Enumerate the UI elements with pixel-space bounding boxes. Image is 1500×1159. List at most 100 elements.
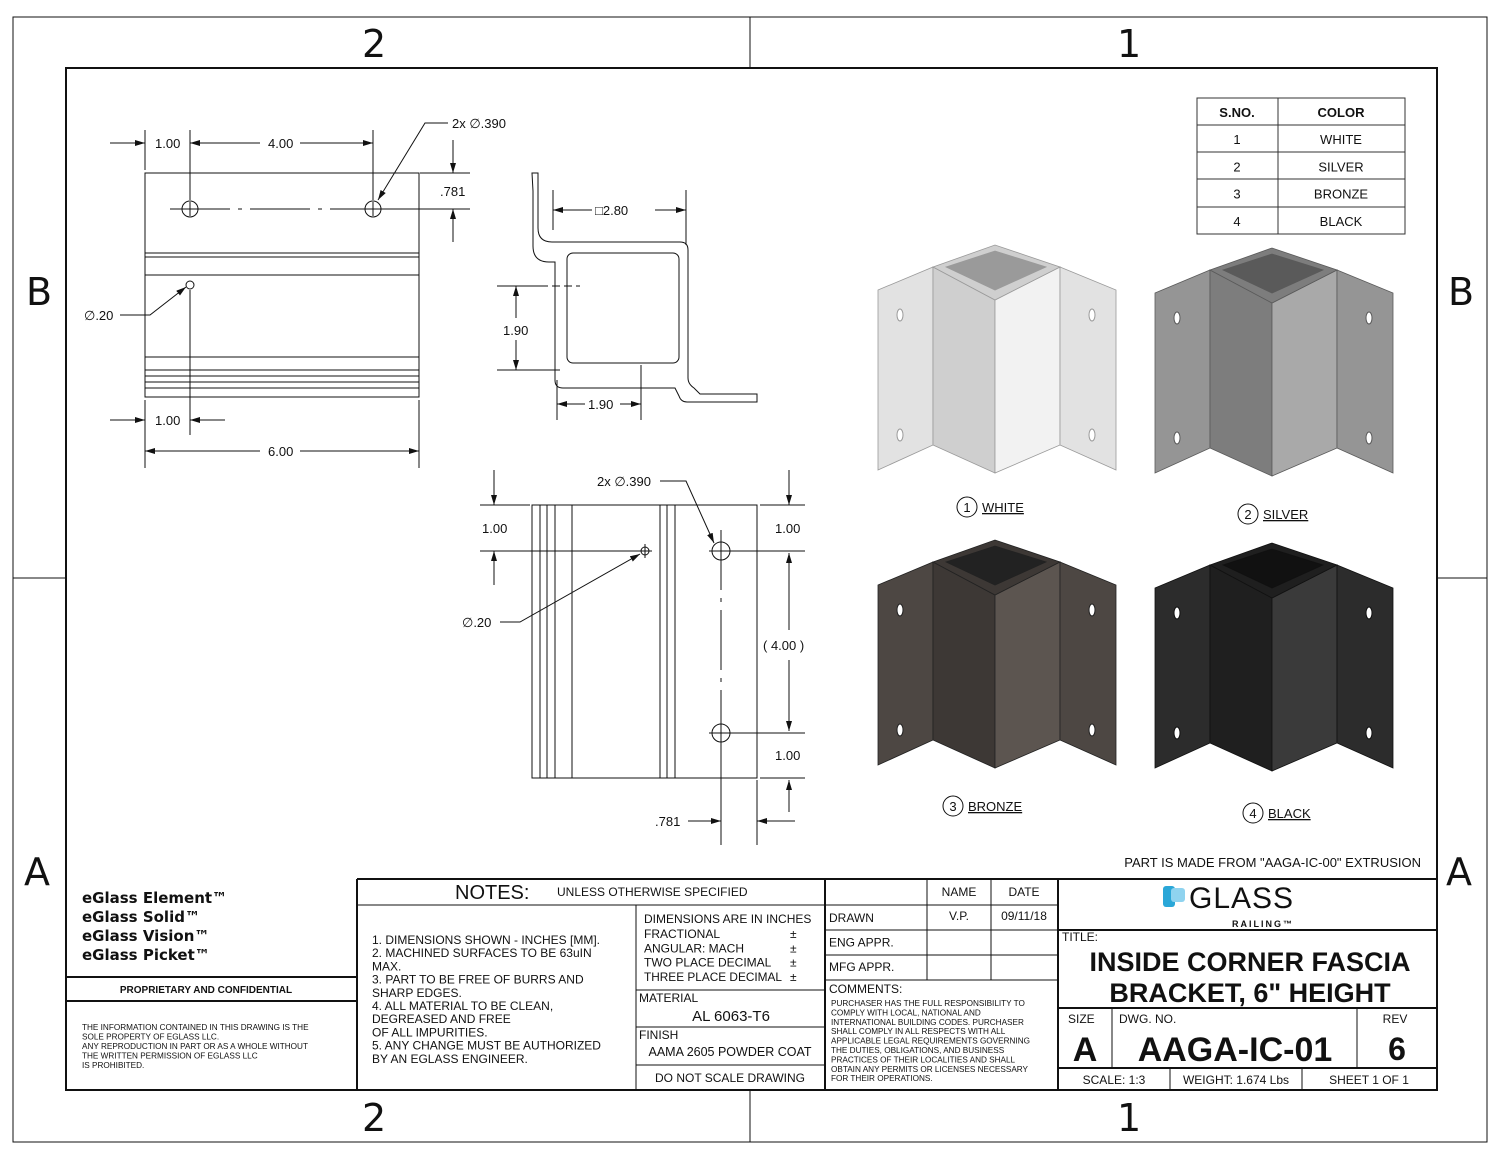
dimension-label: 4.00 xyxy=(268,136,293,151)
approval-date: 09/11/18 xyxy=(1001,909,1047,923)
zone-label: 1 xyxy=(1117,22,1141,66)
callout-circle-icon xyxy=(1242,802,1264,824)
sheet-label: SHEET 1 OF 1 xyxy=(1329,1073,1409,1087)
comments-label: COMMENTS: xyxy=(829,982,902,996)
mounting-hole-icon xyxy=(1365,431,1373,445)
mounting-hole-icon xyxy=(1365,726,1373,740)
mounting-hole-icon xyxy=(1173,311,1181,325)
zone-dividers xyxy=(13,17,1487,1142)
title-label: TITLE: xyxy=(1062,930,1098,944)
drawing-frame xyxy=(65,67,1438,1091)
table-cell: SILVER xyxy=(1318,159,1363,174)
product-name: eGlass Picket™ xyxy=(82,946,210,964)
note-line: 2. MACHINED SURFACES TO BE 63uIN xyxy=(372,946,592,960)
dimension-label: .781 xyxy=(440,184,465,199)
callout-circle-icon xyxy=(1237,503,1259,525)
table-cell: BRONZE xyxy=(1314,187,1369,202)
dimension-label: 6.00 xyxy=(268,444,293,459)
notes-title: NOTES: xyxy=(455,882,529,904)
tolerance-row: FRACTIONAL xyxy=(644,927,720,941)
mounting-hole-icon xyxy=(1088,308,1096,322)
comment-line: FOR THEIR OPERATIONS. xyxy=(831,1074,933,1083)
dimension-label: 2x ∅.390 xyxy=(452,116,506,131)
zone-label: B xyxy=(1448,270,1474,314)
note-line: 3. PART TO BE FREE OF BURRS AND xyxy=(372,973,584,987)
dimension-label: 1.90 xyxy=(588,397,613,412)
callout-circle-icon xyxy=(956,496,978,518)
bracket-view-bronze xyxy=(877,539,1117,769)
comment-line: PRACTICES OF THEIR LOCALITIES AND SHALL xyxy=(831,1055,1016,1064)
table-cell: 4 xyxy=(1233,214,1240,229)
logo-word: GLASS xyxy=(1189,882,1294,915)
comment-line: APPLICABLE LEGAL REQUIREMENTS GOVERNING xyxy=(831,1037,1030,1046)
dimension-label: 1.00 xyxy=(482,521,507,536)
zone-label: 2 xyxy=(362,1096,386,1140)
dimension-label: .781 xyxy=(655,814,680,829)
tolerance-header: DIMENSIONS ARE IN INCHES xyxy=(644,912,811,926)
view-label: WHITE xyxy=(982,500,1024,515)
comment-line: PURCHASER HAS THE FULL RESPONSIBILITY TO xyxy=(831,999,1025,1008)
plus-minus-icon: ± xyxy=(790,927,797,941)
mounting-hole-icon xyxy=(896,308,904,322)
mounting-hole-icon xyxy=(1173,726,1181,740)
note-line: BY AN EGLASS ENGINEER. xyxy=(372,1052,528,1066)
mounting-hole-icon xyxy=(1173,431,1181,445)
logo-sub: RAILING™ xyxy=(1232,919,1294,929)
table-cell: WHITE xyxy=(1320,132,1362,147)
table-header: S.NO. xyxy=(1219,105,1254,120)
note-line: 1. DIMENSIONS SHOWN - INCHES [MM]. xyxy=(372,933,600,947)
bracket-view-black xyxy=(1154,542,1394,772)
note-line: MAX. xyxy=(372,959,401,973)
callout-number: 4 xyxy=(1249,806,1256,821)
front-view: 1.00 4.00 2x ∅.390 .781 ∅.20 1.00 6.00 xyxy=(84,116,506,468)
comment-line: SHALL COMPLY IN ALL RESPECTS WITH ALL xyxy=(831,1027,1006,1036)
dimension-label: ∅.20 xyxy=(84,308,113,323)
comment-line: INTERNATIONAL BUILDING CODES. PURCHASER xyxy=(831,1018,1024,1027)
product-name: eGlass Solid™ xyxy=(82,908,200,926)
rear-view: 2x ∅.390 1.00 1.00 ( 4.00 ) 1.00 ∅.20 .7… xyxy=(462,470,805,845)
dimension-label: 1.00 xyxy=(775,748,800,763)
title-line-2: BRACKET, 6" HEIGHT xyxy=(1109,978,1391,1008)
dimension-label: 1.00 xyxy=(775,521,800,536)
title-line-1: INSIDE CORNER FASCIA xyxy=(1089,947,1410,977)
approvals-header: NAME xyxy=(942,885,977,899)
tolerance-row: ANGULAR: MACH xyxy=(644,941,744,955)
dimension-label: 2x ∅.390 xyxy=(597,474,651,489)
disclaimer-line: ANY REPRODUCTION IN PART OR AS A WHOLE W… xyxy=(82,1042,308,1051)
drawing-number-label: DWG. NO. xyxy=(1119,1012,1176,1026)
note-line: 5. ANY CHANGE MUST BE AUTHORIZED xyxy=(372,1039,601,1053)
approval-name: V.P. xyxy=(949,909,969,923)
weight-label: WEIGHT: 1.674 Lbs xyxy=(1183,1073,1289,1087)
note-line: 4. ALL MATERIAL TO BE CLEAN, xyxy=(372,999,553,1013)
mounting-hole-icon xyxy=(896,428,904,442)
title-block xyxy=(66,878,1437,1090)
eglass-logo: GLASS RAILING™ xyxy=(1163,882,1294,929)
material-value: AL 6063-T6 xyxy=(692,1008,770,1025)
callout-number: 3 xyxy=(949,799,956,814)
finish-label: FINISH xyxy=(639,1028,678,1042)
view-label: BRONZE xyxy=(968,799,1023,814)
bracket-view-silver xyxy=(1154,247,1394,477)
disclaimer-line: THE WRITTEN PERMISSION OF EGLASS LLC xyxy=(82,1052,258,1061)
notes-subtitle: UNLESS OTHERWISE SPECIFIED xyxy=(557,885,748,899)
note-line: SHARP EDGES. xyxy=(372,986,462,1000)
zone-label: 1 xyxy=(1117,1096,1141,1140)
bracket-view-white xyxy=(877,244,1117,474)
callout-number: 2 xyxy=(1244,507,1251,522)
zone-label: A xyxy=(1446,850,1472,894)
revision-value: 6 xyxy=(1388,1031,1406,1067)
table-header: COLOR xyxy=(1318,105,1366,120)
mounting-hole-icon xyxy=(1365,606,1373,620)
product-name: eGlass Element™ xyxy=(82,889,227,907)
disclaimer-line: IS PROHIBITED. xyxy=(82,1061,144,1070)
do-not-scale-label: DO NOT SCALE DRAWING xyxy=(655,1071,805,1085)
dimension-label: 1.00 xyxy=(155,413,180,428)
note-line: DEGREASED AND FREE xyxy=(372,1012,511,1026)
approvals-header: DATE xyxy=(1008,885,1039,899)
view-label: SILVER xyxy=(1263,507,1308,522)
mounting-hole-icon xyxy=(896,723,904,737)
material-label: MATERIAL xyxy=(639,991,698,1005)
hole-icon xyxy=(185,280,195,290)
